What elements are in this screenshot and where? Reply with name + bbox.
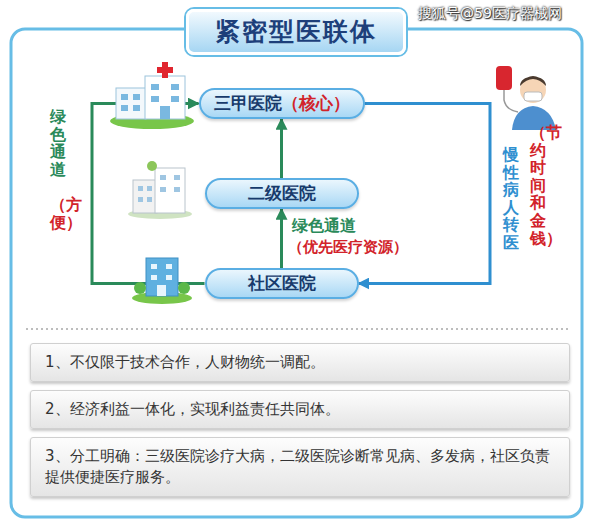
window	[133, 105, 140, 111]
hospital-icon	[132, 258, 192, 304]
node-note: （核心）	[282, 92, 350, 115]
connector-arrow	[280, 119, 283, 178]
window	[171, 84, 179, 90]
tree	[178, 282, 190, 294]
patient-head	[520, 77, 546, 103]
window	[147, 186, 152, 191]
door	[157, 285, 166, 296]
window	[151, 84, 159, 90]
node-text: 社区医院	[248, 272, 316, 295]
window	[160, 175, 166, 180]
note-bar: 1、不仅限于技术合作，人财物统一调配。	[30, 343, 570, 382]
hospital-icon	[110, 62, 194, 129]
tree	[147, 161, 157, 171]
node-text: 三甲医院	[214, 92, 282, 115]
edge-note: （优先医疗资源）	[288, 238, 408, 257]
note-bar: 2、经济利益一体化，实现利益责任共同体。	[30, 390, 570, 429]
edge-note: （方便）	[50, 196, 66, 231]
edge-label: 慢性病人转医	[503, 146, 519, 252]
window	[151, 264, 157, 269]
red-cross	[157, 62, 173, 78]
hospital-icon	[128, 161, 192, 219]
core-hospital-box: 三甲医院（核心）	[199, 88, 365, 119]
iv-bag	[496, 66, 512, 90]
hospital-box: 二级医院	[205, 178, 359, 209]
dashed-separator	[26, 328, 568, 330]
building	[133, 180, 157, 213]
watermark: 搜狐号@59医疗器械网	[418, 5, 562, 23]
building	[146, 258, 178, 296]
node-text: 二级医院	[248, 182, 316, 205]
title-tab: 紧密型医联体	[186, 9, 406, 55]
window	[138, 197, 143, 202]
edge-label: 绿色通道	[292, 216, 356, 237]
node-text: 2、经济利益一体化，实现利益责任共同体。	[45, 400, 340, 418]
window	[147, 197, 152, 202]
building	[145, 76, 185, 119]
iv-tube	[504, 90, 518, 112]
window	[151, 96, 159, 102]
edge-label: 绿色通道	[50, 108, 66, 178]
window	[151, 275, 157, 280]
window	[121, 94, 128, 100]
window	[160, 187, 166, 192]
connector-arrow	[280, 209, 283, 268]
window	[121, 105, 128, 111]
edge-note: （节约时间和金钱）	[530, 124, 546, 247]
window	[171, 96, 179, 102]
window	[133, 94, 140, 100]
window	[138, 186, 143, 191]
outer-frame	[11, 29, 582, 517]
note-bar: 3、分工明确：三级医院诊疗大病，二级医院诊断常见病、多发病，社区负责提供便捷医疗…	[30, 437, 570, 497]
window	[166, 275, 172, 280]
patient-icon	[496, 66, 556, 130]
connector-arrow	[92, 104, 205, 284]
window	[174, 175, 180, 180]
face-mask	[524, 92, 542, 101]
window	[174, 187, 180, 192]
door	[160, 106, 170, 119]
node-text: 3、分工明确：三级医院诊疗大病，二级医院诊断常见病、多发病，社区负责提供便捷医疗…	[45, 447, 550, 486]
window	[166, 264, 172, 269]
hospital-box: 社区医院	[205, 268, 359, 299]
node-text: 1、不仅限于技术合作，人财物统一调配。	[45, 353, 325, 371]
building	[116, 88, 146, 119]
connector-arrow	[359, 104, 491, 284]
patient-hair	[520, 76, 546, 86]
building	[155, 168, 185, 213]
tree	[134, 282, 146, 294]
